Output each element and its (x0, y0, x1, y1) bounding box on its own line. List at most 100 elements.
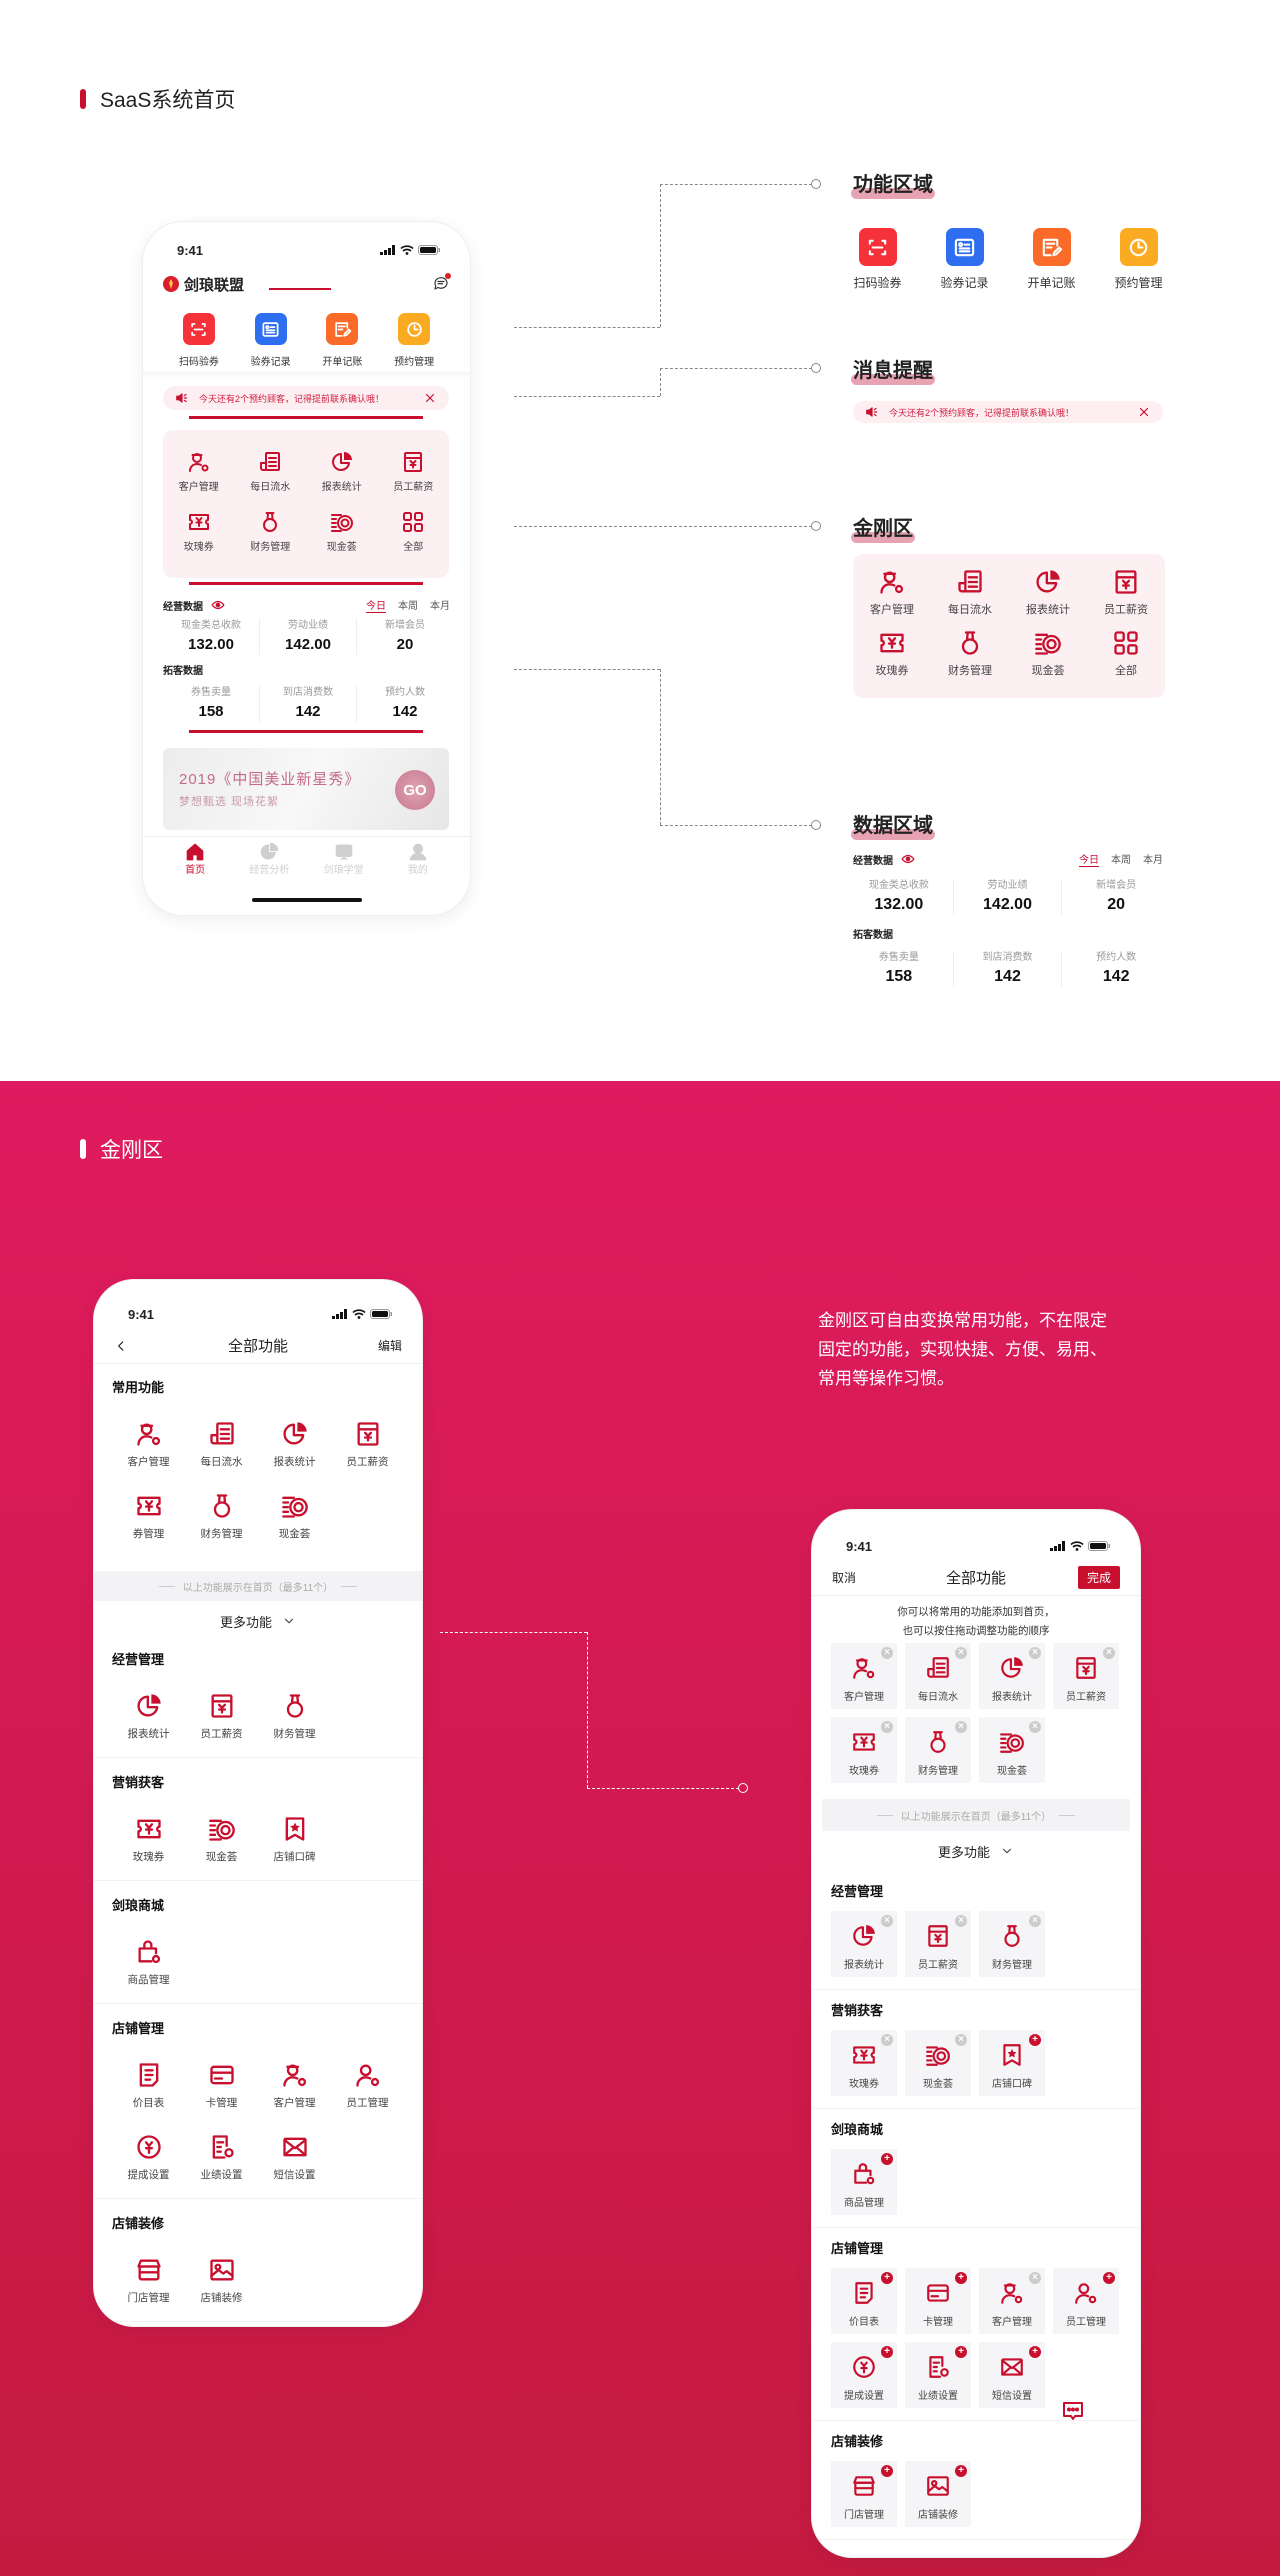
function-item-salary[interactable]: 员工薪资 (185, 1692, 258, 1741)
add-badge-icon[interactable]: + (881, 2272, 893, 2284)
quick-action-scan[interactable]: 扫码验券 (834, 228, 921, 291)
function-tile-card[interactable]: 卡管理+ (905, 2268, 971, 2334)
function-item-pie-chart[interactable]: 报表统计 (258, 1420, 331, 1469)
function-tile-image[interactable]: 店铺装修+ (905, 2461, 971, 2527)
add-badge-icon[interactable]: + (1029, 2034, 1041, 2046)
remove-badge-icon[interactable]: × (1029, 1915, 1041, 1927)
close-icon[interactable] (423, 391, 437, 405)
quick-action-edit-bill[interactable]: 开单记账 (307, 313, 379, 368)
chat-bubble-icon[interactable] (1061, 2399, 1085, 2423)
edit-button[interactable]: 编辑 (377, 1339, 402, 1353)
function-item-store[interactable]: 门店管理 (112, 2256, 185, 2305)
remove-badge-icon[interactable]: × (881, 1915, 893, 1927)
remove-badge-icon[interactable]: × (1029, 2272, 1041, 2284)
remove-badge-icon[interactable]: × (881, 1721, 893, 1733)
kingkong-item-money-bag[interactable]: 财务管理 (931, 629, 1009, 678)
kingkong-item-ledger[interactable]: 每日流水 (235, 450, 307, 494)
kingkong-item-salary[interactable]: 员工薪资 (1087, 568, 1165, 617)
tab-video[interactable]: 剑琅学堂 (307, 842, 381, 877)
function-item-card[interactable]: 卡管理 (185, 2061, 258, 2110)
add-badge-icon[interactable]: + (955, 2272, 967, 2284)
function-item-yen-circle[interactable]: 提成设置 (112, 2133, 185, 2182)
eye-icon[interactable] (211, 598, 225, 612)
function-tile-shopping-bag[interactable]: 商品管理+ (831, 2149, 897, 2215)
kingkong-item-grid[interactable]: 全部 (378, 510, 450, 554)
period-tab[interactable]: 本周 (1111, 855, 1131, 866)
function-item-customer[interactable]: 客户管理 (258, 2061, 331, 2110)
kingkong-item-customer[interactable]: 客户管理 (163, 450, 235, 494)
kingkong-item-pie-chart[interactable]: 报表统计 (306, 450, 378, 494)
function-item-shopping-bag[interactable]: 商品管理 (112, 1938, 185, 1987)
quick-action-clock[interactable]: 预约管理 (1095, 228, 1182, 291)
function-tile-document-gear[interactable]: 业绩设置+ (905, 2342, 971, 2408)
promo-banner[interactable]: 2019《中国美业新星秀》 梦想甄选 现场花絮 GO (163, 748, 449, 830)
back-icon[interactable] (114, 1339, 128, 1353)
function-tile-staff[interactable]: 员工管理+ (1053, 2268, 1119, 2334)
remove-badge-icon[interactable]: × (1029, 1721, 1041, 1733)
function-item-money-bag[interactable]: 财务管理 (185, 1492, 258, 1541)
function-tile-envelope[interactable]: 短信设置+ (979, 2342, 1045, 2408)
function-item-money-bag[interactable]: 财务管理 (258, 1692, 331, 1741)
function-item-price-list[interactable]: 价目表 (112, 2061, 185, 2110)
kingkong-item-salary[interactable]: 员工薪资 (378, 450, 450, 494)
function-item-coupon[interactable]: 玫瑰券 (112, 1815, 185, 1864)
quick-action-record[interactable]: 验券记录 (235, 313, 307, 368)
add-badge-icon[interactable]: + (955, 2346, 967, 2358)
more-functions-toggle[interactable]: 更多功能 (812, 1831, 1140, 1871)
tab-user[interactable]: 我的 (381, 842, 455, 877)
period-tab[interactable]: 今日 (366, 597, 386, 613)
notice-bar[interactable]: 今天还有2个预约顾客，记得提前联系确认哦！ (163, 386, 449, 410)
function-item-staff[interactable]: 员工管理 (331, 2061, 404, 2110)
add-badge-icon[interactable]: + (881, 2346, 893, 2358)
done-button[interactable]: 完成 (1077, 1566, 1120, 1589)
add-badge-icon[interactable]: + (955, 2465, 967, 2477)
function-item-image[interactable]: 店铺装修 (185, 2256, 258, 2305)
function-item-coupon[interactable]: 券管理 (112, 1492, 185, 1541)
function-item-cash[interactable]: 现金荟 (185, 1815, 258, 1864)
add-badge-icon[interactable]: + (881, 2153, 893, 2165)
kingkong-item-coupon[interactable]: 玫瑰券 (163, 510, 235, 554)
function-item-cash[interactable]: 现金荟 (258, 1492, 331, 1541)
function-item-envelope[interactable]: 短信设置 (258, 2133, 331, 2182)
remove-badge-icon[interactable]: × (881, 1647, 893, 1659)
add-badge-icon[interactable]: + (1029, 2346, 1041, 2358)
function-tile-customer[interactable]: 客户管理× (979, 2268, 1045, 2334)
tab-analysis[interactable]: 经营分析 (232, 842, 306, 877)
function-tile-customer[interactable]: 客户管理× (831, 1643, 897, 1709)
period-tab[interactable]: 本月 (430, 601, 450, 612)
quick-action-scan[interactable]: 扫码验券 (163, 313, 235, 368)
quick-action-clock[interactable]: 预约管理 (378, 313, 450, 368)
quick-action-edit-bill[interactable]: 开单记账 (1008, 228, 1095, 291)
remove-badge-icon[interactable]: × (1029, 1647, 1041, 1659)
function-tile-money-bag[interactable]: 财务管理× (979, 1911, 1045, 1977)
function-tile-store[interactable]: 门店管理+ (831, 2461, 897, 2527)
remove-badge-icon[interactable]: × (955, 1721, 967, 1733)
function-item-customer[interactable]: 客户管理 (112, 1420, 185, 1469)
period-tab[interactable]: 今日 (1079, 851, 1099, 867)
function-tile-ledger[interactable]: 每日流水× (905, 1643, 971, 1709)
remove-badge-icon[interactable]: × (955, 1915, 967, 1927)
add-badge-icon[interactable]: + (1103, 2272, 1115, 2284)
function-tile-coupon[interactable]: 玫瑰券× (831, 2030, 897, 2096)
period-tab[interactable]: 本周 (398, 601, 418, 612)
add-badge-icon[interactable]: + (881, 2465, 893, 2477)
kingkong-item-money-bag[interactable]: 财务管理 (235, 510, 307, 554)
remove-badge-icon[interactable]: × (1103, 1647, 1115, 1659)
function-item-bookmark-star[interactable]: 店铺口碑 (258, 1815, 331, 1864)
function-tile-salary[interactable]: 员工薪资× (1053, 1643, 1119, 1709)
tab-home[interactable]: 首页 (158, 842, 232, 877)
remove-badge-icon[interactable]: × (881, 2034, 893, 2046)
kingkong-item-grid[interactable]: 全部 (1087, 629, 1165, 678)
cancel-button[interactable]: 取消 (832, 1571, 857, 1585)
function-item-ledger[interactable]: 每日流水 (185, 1420, 258, 1469)
kingkong-item-cash[interactable]: 现金荟 (306, 510, 378, 554)
function-tile-bookmark-star[interactable]: 店铺口碑+ (979, 2030, 1045, 2096)
function-tile-coupon[interactable]: 玫瑰券× (831, 1717, 897, 1783)
go-button[interactable]: GO (395, 770, 435, 810)
function-tile-pie-chart[interactable]: 报表统计× (831, 1911, 897, 1977)
kingkong-item-coupon[interactable]: 玫瑰券 (853, 629, 931, 678)
function-tile-price-list[interactable]: 价目表+ (831, 2268, 897, 2334)
remove-badge-icon[interactable]: × (955, 1647, 967, 1659)
function-tile-cash[interactable]: 现金荟× (979, 1717, 1045, 1783)
more-functions-toggle[interactable]: 更多功能 (94, 1601, 422, 1641)
